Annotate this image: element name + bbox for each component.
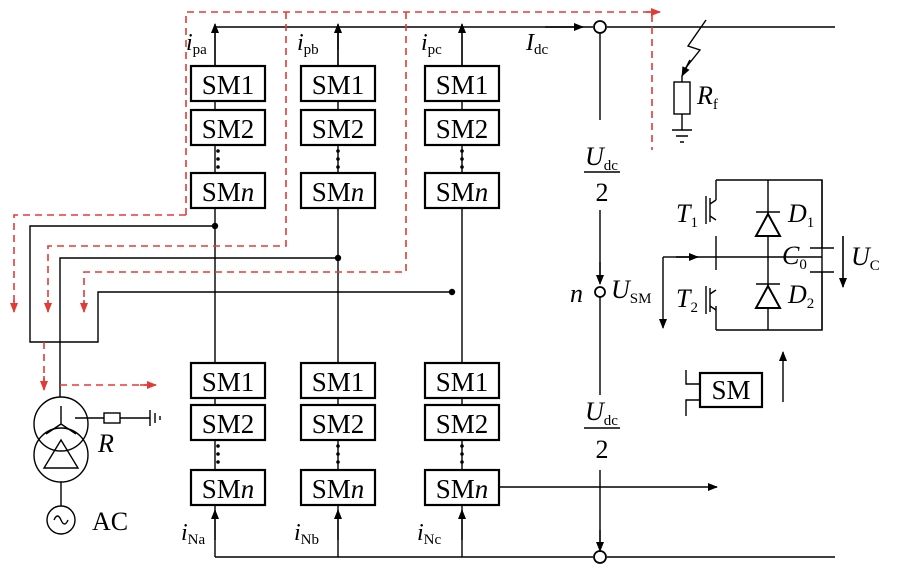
sm2-label: SM2 bbox=[312, 409, 365, 439]
smn-label: SMn bbox=[312, 474, 365, 504]
smn-label: SMn bbox=[436, 177, 489, 207]
d2-label: D2 bbox=[787, 280, 814, 312]
junction-dot bbox=[211, 222, 219, 230]
d1-label: D1 bbox=[787, 199, 814, 231]
ina-label: iNa bbox=[181, 520, 206, 548]
capacitor-c0 bbox=[810, 247, 834, 273]
fault-lightning-tip bbox=[681, 59, 691, 77]
sm2-label: SM2 bbox=[202, 409, 255, 439]
ground-resistor bbox=[103, 412, 121, 424]
idc-label: Idc bbox=[525, 30, 549, 58]
sm-box bbox=[423, 108, 501, 147]
sm-legend-box bbox=[698, 371, 764, 409]
fault-lightning bbox=[683, 19, 707, 71]
ac-label: AC bbox=[92, 507, 128, 536]
sm-box bbox=[299, 361, 377, 400]
sm-box bbox=[299, 468, 377, 507]
usm-label: USM bbox=[611, 275, 651, 307]
junction-dot bbox=[448, 288, 456, 296]
smn-label: SMn bbox=[312, 177, 365, 207]
neutral-label: n bbox=[570, 279, 583, 308]
transformer bbox=[33, 396, 89, 483]
sm-box bbox=[189, 403, 267, 442]
module-labels: SM1 SM2 SMn SM1 SM2 SMn SM1 SM2 SMn SM1 … bbox=[202, 70, 489, 504]
ground-symbol-rf bbox=[672, 129, 692, 143]
half-bridge-submodule bbox=[676, 179, 834, 331]
upper-arm-c bbox=[423, 64, 501, 210]
diode-d2 bbox=[754, 283, 782, 309]
ipc-label: ipc bbox=[421, 30, 442, 58]
sm1-label: SM1 bbox=[202, 367, 255, 397]
lower-arm-a bbox=[189, 361, 267, 507]
lower-arm-c bbox=[423, 361, 501, 507]
t2-label: T2 bbox=[676, 284, 698, 316]
sm2-label: SM2 bbox=[436, 409, 489, 439]
labels: ipa ipb ipc Idc iNa iNb iNc Udc 2 Udc 2 … bbox=[92, 30, 880, 548]
sm-box bbox=[423, 64, 501, 103]
sm-box bbox=[189, 64, 267, 103]
module-ellipsis-dots bbox=[216, 149, 464, 464]
fault-path-a bbox=[13, 214, 186, 308]
ac-source-wave bbox=[53, 515, 69, 525]
sm1-label: SM1 bbox=[312, 367, 365, 397]
udc-lower-denominator: 2 bbox=[596, 435, 609, 464]
sm-box bbox=[189, 171, 267, 210]
ground-r-label: R bbox=[97, 429, 114, 458]
sm-box bbox=[189, 468, 267, 507]
ipb-label: ipb bbox=[297, 30, 319, 58]
sm-box bbox=[299, 171, 377, 210]
ipa-label: ipa bbox=[186, 30, 207, 58]
upper-arm-a bbox=[189, 64, 267, 210]
sm-box bbox=[299, 403, 377, 442]
udc-upper-denominator: 2 bbox=[596, 178, 609, 207]
ac-link-phase-b bbox=[59, 257, 338, 397]
neutral-terminal bbox=[594, 286, 606, 298]
smn-label: SMn bbox=[436, 474, 489, 504]
t1-label: T1 bbox=[676, 199, 698, 231]
udc-lower-numerator: Udc bbox=[585, 397, 618, 429]
sm-box bbox=[423, 361, 501, 400]
sm-box bbox=[299, 108, 377, 147]
sm2-label: SM2 bbox=[312, 114, 365, 144]
sm1-label: SM1 bbox=[312, 70, 365, 100]
fault-resistor-rf bbox=[673, 81, 691, 115]
smn-label: SMn bbox=[202, 177, 255, 207]
diode-d1 bbox=[754, 211, 782, 237]
fault-path-c bbox=[83, 12, 407, 308]
upper-arm-b bbox=[299, 64, 377, 210]
dc-neg-terminal bbox=[593, 550, 607, 564]
udc-upper-numerator: Udc bbox=[585, 142, 618, 174]
fault-path-b bbox=[47, 12, 287, 308]
sm2-label: SM2 bbox=[436, 114, 489, 144]
inc-label: iNc bbox=[417, 520, 442, 548]
sm-box bbox=[423, 403, 501, 442]
junction-dot bbox=[334, 254, 342, 262]
c0-label: C0 bbox=[782, 241, 807, 273]
sm1-label: SM1 bbox=[436, 367, 489, 397]
sm-legend-label: SM bbox=[711, 375, 750, 405]
sm1-label: SM1 bbox=[436, 70, 489, 100]
smn-label: SMn bbox=[202, 474, 255, 504]
sm1-label: SM1 bbox=[202, 70, 255, 100]
sm-box bbox=[189, 108, 267, 147]
ac-link-phase-a bbox=[29, 225, 452, 343]
ground-symbol-ac bbox=[149, 410, 161, 426]
sm-box bbox=[299, 64, 377, 103]
inb-label: iNb bbox=[294, 520, 319, 548]
sm-box bbox=[189, 361, 267, 400]
fault-path-main bbox=[185, 11, 653, 215]
lower-arm-b bbox=[299, 361, 377, 507]
uc-label: UC bbox=[851, 242, 880, 274]
sm-legend bbox=[685, 351, 787, 416]
ac-source bbox=[46, 505, 76, 535]
rf-label: Rf bbox=[696, 81, 718, 113]
dc-pos-terminal bbox=[593, 20, 607, 34]
sm2-label: SM2 bbox=[202, 114, 255, 144]
sm-box bbox=[423, 171, 501, 210]
